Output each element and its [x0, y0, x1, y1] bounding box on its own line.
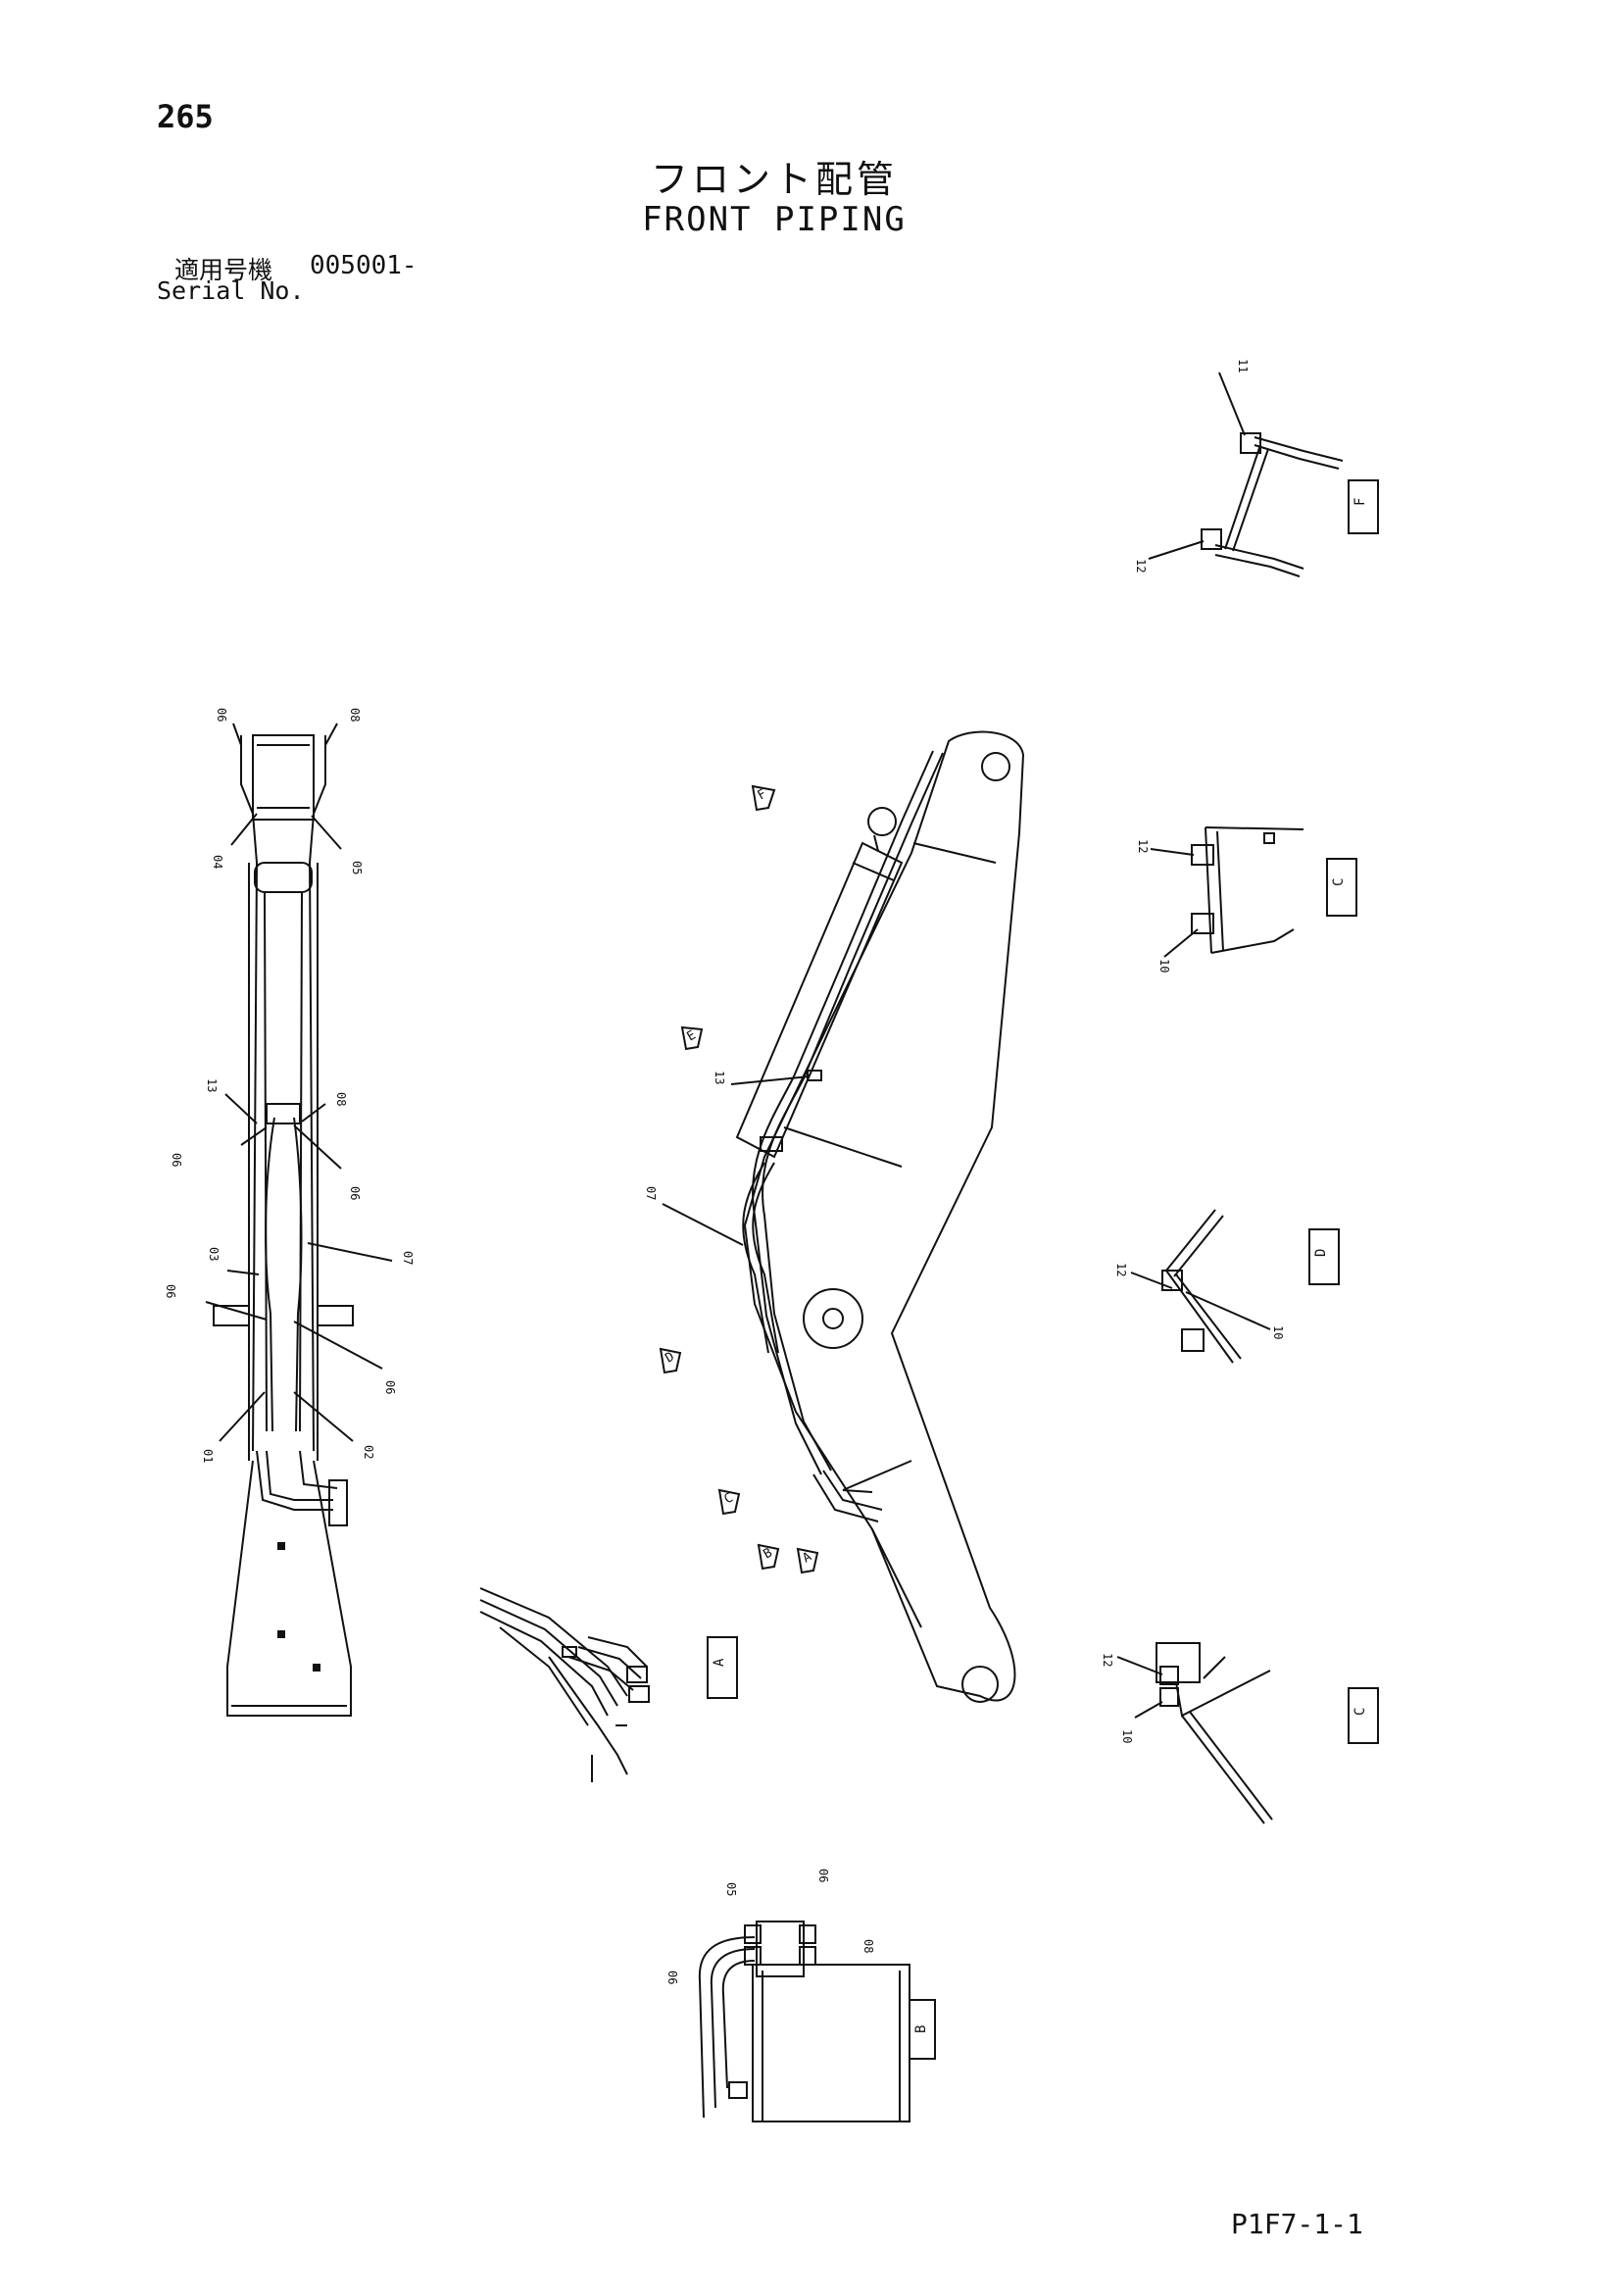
view-a-label: A [712, 1658, 727, 1667]
callout-06-boom-lower-right: 06 [383, 1380, 397, 1394]
page-title-japanese: フロント配管 [650, 158, 898, 201]
callout-08-view-b: 08 [861, 1939, 875, 1953]
callout-06-view-b-left: 06 [665, 1971, 679, 1984]
callout-13-side: 13 [713, 1071, 726, 1084]
serial-label-japanese: 適用号機 [174, 256, 273, 284]
callout-04-boom: 04 [211, 855, 224, 869]
boom-plan-view: 06 08 04 05 13 08 06 06 03 07 06 06 01 0… [164, 708, 415, 1717]
boom-side-view: 13 07 F E D C B A [644, 730, 1025, 1703]
serial-number: 005001- [310, 251, 418, 280]
callout-12-section-d: 12 [1114, 1263, 1128, 1276]
callout-08-boom-top-right: 08 [348, 708, 362, 722]
callout-06-boom-mid-left: 06 [170, 1153, 183, 1167]
callout-13-boom: 13 [205, 1078, 219, 1092]
callout-06-boom-top-left: 06 [215, 708, 228, 722]
page-title-english: FRONT PIPING [642, 200, 907, 239]
callout-01-boom: 01 [201, 1449, 215, 1463]
callout-10-section-c-upper: 10 [1157, 959, 1171, 973]
callout-10-section-c-lower: 10 [1120, 1729, 1134, 1743]
callout-05-boom: 05 [350, 861, 364, 874]
callout-03-boom: 03 [207, 1247, 221, 1261]
callout-05-view-b: 05 [724, 1882, 738, 1896]
callout-10-section-d: 10 [1271, 1325, 1285, 1339]
callout-12-section-f: 12 [1134, 559, 1148, 573]
view-arrow-e: E [685, 1028, 699, 1045]
page-code: P1F7-1-1 [1231, 2208, 1363, 2240]
view-a-detail: A [479, 1587, 738, 1782]
callout-07-side: 07 [644, 1186, 658, 1200]
page-number: 265 [157, 98, 214, 135]
callout-06-boom-mid-right: 06 [348, 1186, 362, 1200]
callout-12-section-c-upper: 12 [1136, 839, 1150, 853]
callout-08-boom-mid: 08 [334, 1092, 348, 1106]
section-c-lower-label: C [1352, 1708, 1368, 1716]
callout-06-view-b-top: 06 [816, 1869, 830, 1882]
section-f-label: F [1352, 498, 1368, 506]
callout-11-section-f: 11 [1236, 359, 1250, 373]
section-d-detail: D 12 10 [1114, 1209, 1340, 1364]
view-b-detail: B 05 06 08 06 [665, 1869, 936, 2122]
section-c-lower-detail: C 12 10 [1101, 1642, 1379, 1824]
callout-12-section-c-lower: 12 [1101, 1653, 1114, 1667]
section-d-label: D [1313, 1249, 1329, 1257]
callout-07-boom: 07 [401, 1251, 415, 1265]
view-b-label: B [913, 2025, 929, 2033]
callout-06-boom-lower-left: 06 [164, 1284, 177, 1298]
section-f-detail: F 11 12 [1134, 359, 1379, 577]
callout-02-boom: 02 [362, 1445, 375, 1459]
section-c-upper-detail: C 12 10 [1136, 826, 1357, 973]
section-c-upper-label: C [1331, 878, 1347, 886]
serial-label-english: Serial No. [157, 276, 305, 305]
